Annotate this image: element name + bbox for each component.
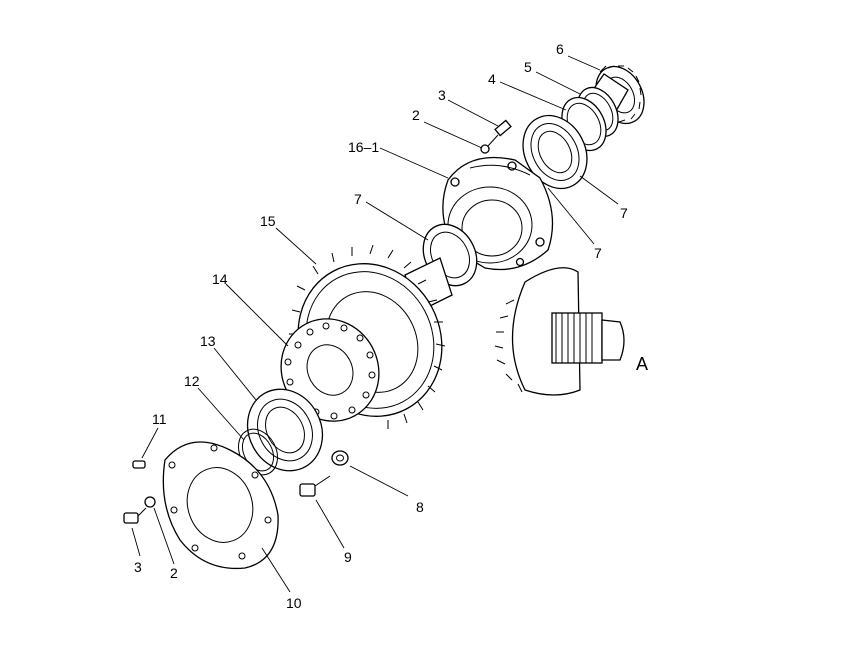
part-11-dowel-pin <box>132 460 146 469</box>
callout-6: 6 <box>556 41 564 57</box>
callout-9: 9 <box>344 549 352 565</box>
detail-a-bevel-pinion <box>494 267 625 396</box>
view-label-a: A <box>636 354 648 374</box>
callout-16-1: 16–1 <box>348 139 379 155</box>
part-2-washer-lower <box>144 496 156 508</box>
part-3-bolt-upper <box>487 119 512 147</box>
leader-lines <box>131 55 619 593</box>
callout-5: 5 <box>524 59 532 75</box>
part-10-cover-plate <box>162 441 279 570</box>
callout-12: 12 <box>184 373 200 389</box>
callout-13: 13 <box>200 333 216 349</box>
callout-2-lower: 2 <box>170 565 178 581</box>
callout-11: 11 <box>152 411 167 427</box>
part-13-bearing <box>246 388 324 472</box>
part-8-washer <box>331 450 349 466</box>
part-7-upper-bearing <box>522 114 588 190</box>
callout-7-right-lower: 7 <box>594 245 602 261</box>
callout-3-lower: 3 <box>134 559 142 575</box>
callout-3-upper: 3 <box>438 87 446 103</box>
callouts: 6 5 4 3 2 16–1 7 7 7 15 14 13 12 11 8 9 … <box>134 41 648 611</box>
part-2-washer-upper <box>480 144 490 154</box>
callout-10: 10 <box>286 595 302 611</box>
callout-15: 15 <box>260 213 276 229</box>
callout-7-left: 7 <box>354 191 362 207</box>
callout-4: 4 <box>488 71 496 87</box>
callout-7-right-upper: 7 <box>620 205 628 221</box>
part-9-bolt <box>299 475 331 497</box>
callout-2-upper: 2 <box>412 107 420 123</box>
callout-8: 8 <box>416 499 424 515</box>
part-3-bolt-lower <box>123 507 147 524</box>
callout-14: 14 <box>212 271 228 287</box>
